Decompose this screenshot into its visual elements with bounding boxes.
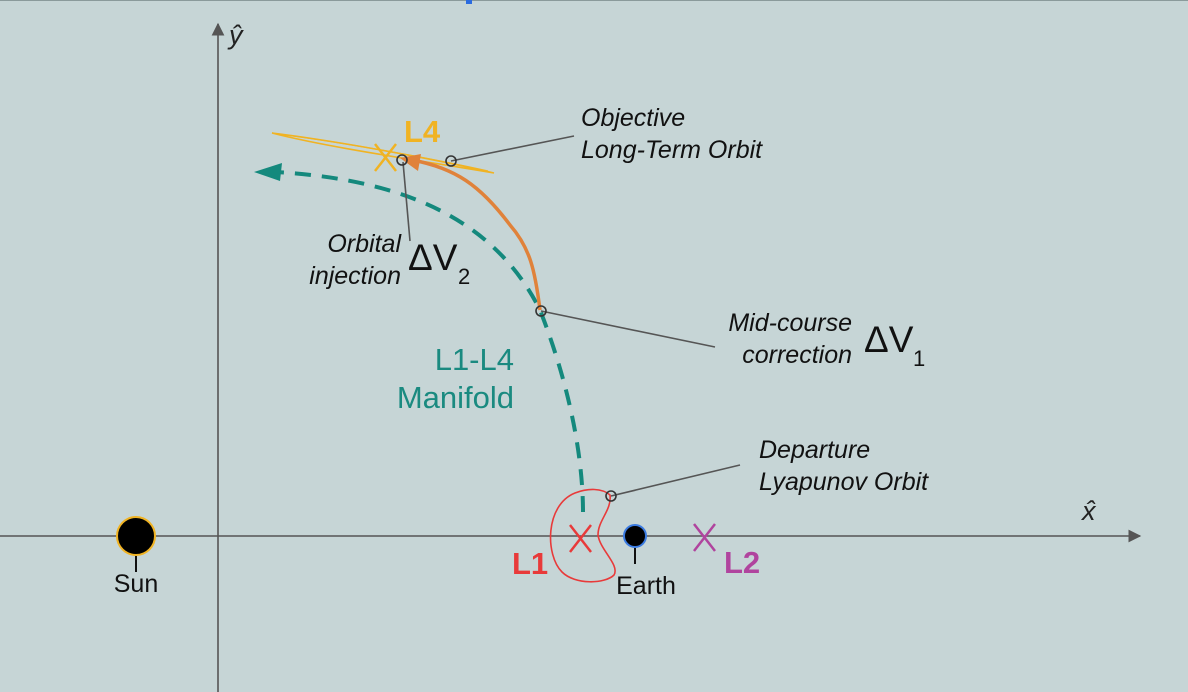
injection-marker — [396, 154, 408, 166]
y-axis-label: ŷ — [227, 20, 244, 50]
departure-label-line2: Lyapunov Orbit — [759, 468, 929, 496]
dv2-symbol: ΔV — [408, 237, 458, 278]
transfer-arrowhead — [400, 154, 421, 171]
injection-label-line1: Orbital — [327, 230, 402, 258]
departure-label-line1: Departure — [759, 436, 870, 464]
x-axis-label: x̂ — [1080, 496, 1097, 526]
departure-leader — [610, 464, 741, 497]
sun-body — [116, 516, 156, 556]
objective-label-line2: Long-Term Orbit — [581, 136, 763, 164]
sun-label: Sun — [114, 570, 158, 598]
midcourse-label-line1: Mid-course — [728, 309, 852, 337]
objective-marker — [445, 155, 457, 167]
midcourse-label-line2: correction — [742, 341, 852, 369]
dv1-symbol: ΔV — [864, 319, 914, 360]
selection-handle — [466, 0, 472, 4]
earth-body — [623, 524, 647, 548]
manifold-arrowhead — [254, 163, 282, 181]
long-term-orbit — [271, 132, 495, 174]
l2-label: L2 — [724, 545, 760, 580]
l1-label: L1 — [512, 546, 548, 581]
dv1-subscript: 1 — [913, 346, 925, 371]
dv2-subscript: 2 — [458, 264, 470, 289]
l1-x-mark — [569, 524, 592, 553]
injection-leader — [402, 161, 411, 242]
injection-label-line2: injection — [309, 262, 401, 290]
manifold-label-line2: Manifold — [397, 380, 514, 415]
manifold-curve — [274, 170, 585, 513]
l2-x-mark — [693, 523, 716, 552]
lyapunov-orbit — [549, 488, 616, 583]
manifold-label-line1: L1-L4 — [435, 342, 514, 377]
l4-x-mark — [374, 143, 397, 172]
departure-marker — [605, 490, 617, 502]
transfer-trajectory — [411, 158, 542, 311]
midcourse-leader — [540, 310, 716, 348]
midcourse-marker — [535, 305, 547, 317]
l4-label: L4 — [404, 114, 441, 149]
earth-label: Earth — [616, 572, 676, 600]
objective-label-line1: Objective — [581, 104, 685, 132]
objective-leader — [450, 135, 575, 162]
